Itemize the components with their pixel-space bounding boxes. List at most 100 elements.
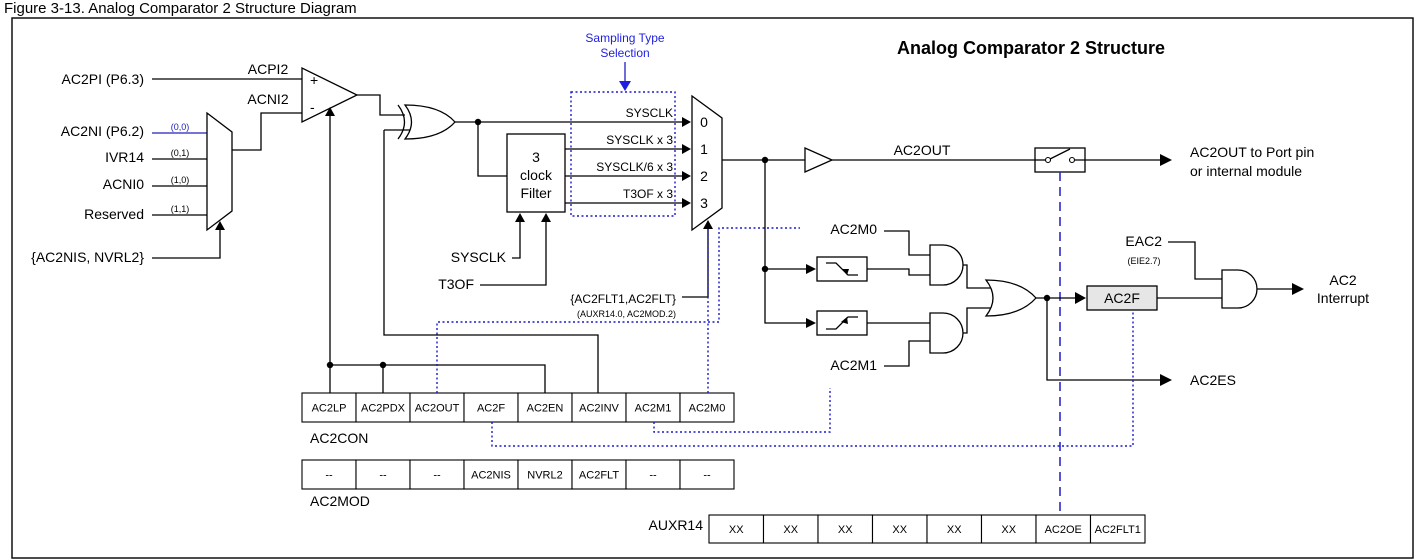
interrupt-label-1: AC2	[1329, 272, 1356, 288]
ac2mod-bit-cell	[517, 459, 573, 490]
diagram-frame	[11, 17, 1414, 559]
and-to-or-wire-1	[963, 264, 992, 289]
filter-t3of-label: T3OF	[438, 276, 474, 292]
arrow-icon	[703, 220, 713, 229]
switch-contact	[1044, 156, 1052, 164]
auxr14-bit-cell	[871, 514, 928, 544]
ac2m1-select-wire	[653, 388, 831, 433]
auxr14-bit-cell	[980, 514, 1037, 544]
arrow-icon	[1292, 283, 1304, 295]
ac2out-label: AC2OUT	[894, 142, 951, 158]
ac2mod-bit-label: --	[649, 470, 657, 482]
output-label-1: AC2OUT to Port pin	[1190, 144, 1314, 160]
arrow-icon	[1160, 154, 1172, 166]
ac2con-bit-label: AC2OUT	[415, 403, 460, 415]
auxr14-name: AUXR14	[649, 517, 704, 533]
auxr14-bit-label: XX	[892, 524, 907, 536]
auxr14-bit-label: XX	[783, 524, 798, 536]
ac2con-bit-label: AC2EN	[527, 403, 564, 415]
ac2mod-bit-cell	[679, 459, 735, 490]
auxr14-bit-label: XX	[838, 524, 853, 536]
flt-select-wire	[682, 228, 709, 298]
ac2con-bit-label: AC2M0	[689, 403, 726, 415]
arrow-icon	[841, 317, 848, 324]
ac2mod-bit-cell	[301, 459, 357, 490]
comp-out-wire	[357, 94, 405, 116]
xor-gate	[403, 104, 456, 140]
ac2pdx-wire	[330, 364, 384, 393]
ac2con-name: AC2CON	[310, 430, 368, 446]
ac2con-bit-label: AC2INV	[579, 403, 619, 415]
ac2f-flag-label: AC2F	[1104, 290, 1140, 306]
ac2con-bit-cell	[355, 392, 411, 423]
arrow-icon	[682, 171, 691, 181]
input-mux	[206, 111, 233, 232]
arrow-icon	[682, 144, 691, 154]
minus-sign: -	[310, 99, 315, 115]
diagram-title: Analog Comparator 2 Structure	[897, 38, 1165, 58]
and-gate-rising	[929, 312, 964, 354]
filter-sysclk-label: SYSCLK	[451, 249, 507, 265]
auxr14-bit-label: AC2OE	[1045, 524, 1082, 536]
xor-to-filter-wire	[477, 122, 507, 177]
output-label-2: or internal module	[1190, 163, 1302, 179]
arrow-icon	[1160, 374, 1172, 386]
mux-input-sysclk: SYSCLK	[626, 106, 673, 120]
switch-contact	[1068, 156, 1076, 164]
input-label-ivr14: IVR14	[105, 149, 144, 165]
ac2m0-label: AC2M0	[830, 221, 877, 237]
filter-mux	[691, 94, 723, 232]
mux-code-00: (0,0)	[171, 122, 190, 132]
clock-filter-block	[506, 133, 566, 213]
arrow-icon	[619, 81, 631, 91]
ac2es-wire	[1046, 298, 1160, 381]
ac2m1-label: AC2M1	[830, 357, 877, 373]
acni2-label: ACNI2	[247, 91, 288, 107]
rising-edge-icon	[826, 316, 858, 330]
and-gate-interrupt	[1221, 269, 1258, 309]
mux-num-0: 0	[700, 114, 708, 130]
arrow-icon	[1075, 292, 1086, 304]
input-label-reserved: Reserved	[84, 206, 144, 222]
ac2mod-bit-label: --	[703, 470, 711, 482]
mux-num-2: 2	[700, 168, 708, 184]
ac2mod-bit-label: AC2FLT	[579, 470, 619, 482]
switch-blade	[1049, 148, 1071, 160]
filter-label-2: clock	[520, 167, 553, 183]
mux-input-t3of-x3: T3OF x 3	[623, 187, 673, 201]
auxr14-bit-label: AC2FLT1	[1095, 524, 1141, 536]
mux-code-11: (1,1)	[171, 204, 190, 214]
auxr14-bit-cell	[817, 514, 874, 544]
or-gate	[984, 279, 1037, 317]
ac2con-bit-cell	[625, 392, 681, 423]
auxr14-bit-cell	[1035, 514, 1092, 544]
ac2con-bit-label: AC2LP	[312, 403, 347, 415]
auxr14-bit-label: XX	[947, 524, 962, 536]
ac2mod-bit-cell	[409, 459, 465, 490]
auxr14-bit-cell	[762, 514, 819, 544]
acni2-wire	[232, 112, 302, 151]
input-label-ac2pi: AC2PI (P6.3)	[62, 71, 144, 87]
arrow-icon	[325, 107, 335, 116]
acpi2-label: ACPI2	[248, 61, 289, 77]
arrow-icon	[682, 198, 691, 208]
arrow-icon	[842, 269, 849, 275]
sampling-label-1: Sampling Type	[585, 31, 664, 45]
arrow-icon	[806, 318, 816, 328]
eac2-wire	[1168, 241, 1222, 280]
plus-sign: +	[310, 72, 318, 88]
nis-select-wire	[152, 228, 221, 259]
mux-num-1: 1	[700, 141, 708, 157]
mux-code-01: (0,1)	[171, 148, 190, 158]
ac2con-bit-label: AC2F	[477, 403, 505, 415]
flt-select-label: {AC2FLT1,AC2FLT}	[570, 292, 676, 306]
ac2mod-bit-label: AC2NIS	[471, 470, 511, 482]
ac2mod-name: AC2MOD	[310, 493, 370, 509]
ac2f-flag-wire	[491, 310, 1134, 447]
arrow-icon	[806, 264, 816, 274]
eac2-label: EAC2	[1125, 233, 1162, 249]
arrow-icon	[515, 213, 525, 222]
